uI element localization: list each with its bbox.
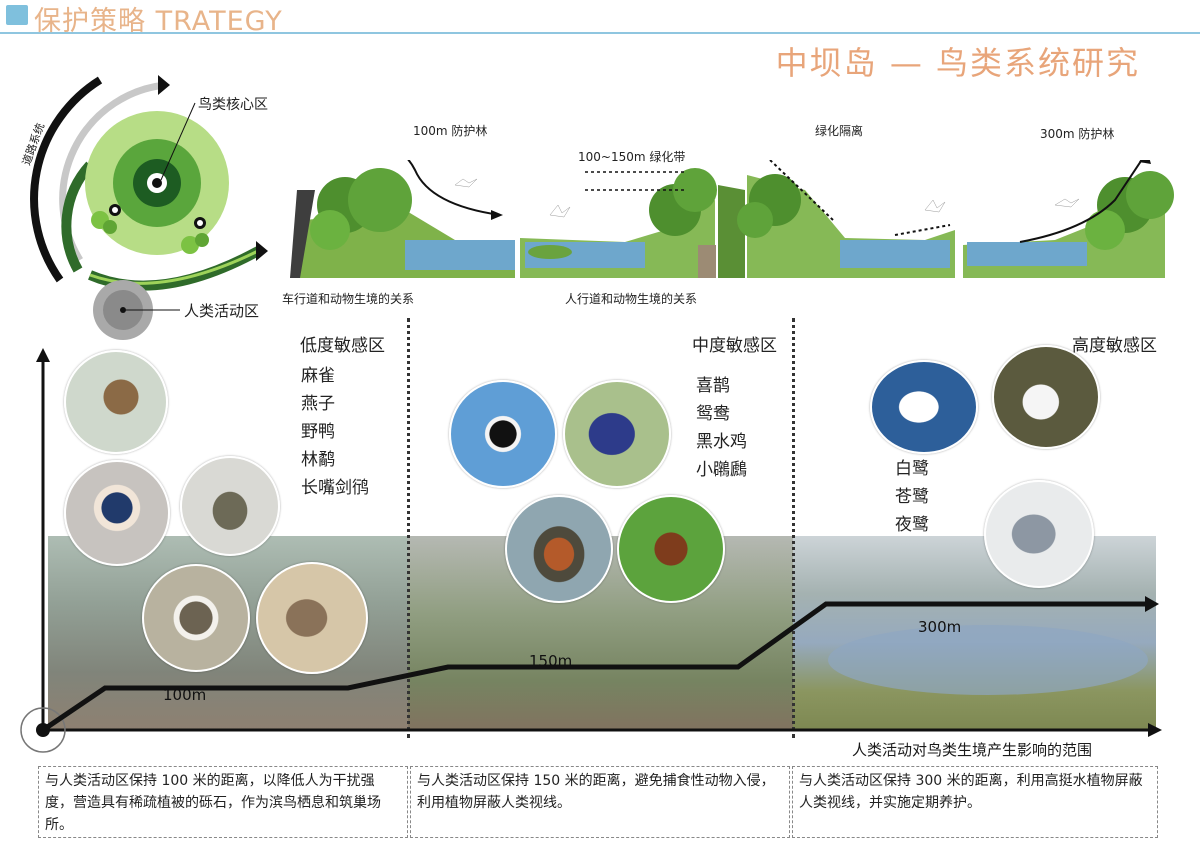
forest-300-label: 300m 防护林 bbox=[1040, 127, 1115, 141]
species-name: 夜鹭 bbox=[895, 515, 929, 535]
core-zone-label: 鸟类核心区 bbox=[198, 97, 268, 113]
zone-title-high: 高度敏感区 bbox=[1072, 336, 1157, 356]
redshank-photo bbox=[256, 562, 368, 674]
distance-label-low: 100m bbox=[163, 686, 207, 704]
vehicle-caption: 车行道和动物生境的关系 bbox=[282, 292, 415, 306]
sandpiper-photo bbox=[142, 564, 250, 672]
green-arc-left bbox=[61, 161, 94, 273]
swallow-photo bbox=[64, 460, 170, 566]
distance-arrow-icon bbox=[1145, 596, 1159, 612]
egret-photo bbox=[870, 360, 978, 454]
greenbelt-label: 100~150m 绿化带 bbox=[578, 150, 686, 164]
zone-divider bbox=[792, 318, 795, 738]
distance-label-high: 300m bbox=[918, 618, 962, 636]
species-name: 喜鹊 bbox=[696, 376, 730, 396]
species-list-high: 白鹭 苍鹭 夜鹭 bbox=[895, 455, 929, 539]
species-name: 苍鹭 bbox=[895, 487, 929, 507]
species-name: 野鸭 bbox=[301, 422, 335, 442]
logo-icon bbox=[6, 5, 28, 25]
zone-title-low: 低度敏感区 bbox=[300, 336, 385, 356]
grey-heron-photo bbox=[984, 480, 1094, 588]
x-axis-arrow-icon bbox=[1148, 723, 1162, 737]
header-bar bbox=[0, 0, 1200, 34]
description-mid: 与人类活动区保持 150 米的距离，避免捕食性动物入侵，利用植物屏蔽人类视线。 bbox=[410, 766, 790, 838]
header-title: 保护策略 TRATEGY bbox=[34, 6, 283, 37]
species-name: 鸳鸯 bbox=[696, 404, 730, 424]
species-name: 白鹭 bbox=[895, 459, 929, 479]
swamphen-photo bbox=[563, 380, 671, 488]
species-list-low: 麻雀 燕子 野鸭 林鹬 长嘴剑鸻 bbox=[301, 362, 369, 502]
pedestrian-caption: 人行道和动物生境的关系 bbox=[565, 292, 698, 306]
species-name: 黑水鸡 bbox=[696, 432, 747, 452]
species-name: 长嘴剑鸻 bbox=[301, 478, 369, 498]
magpie-photo bbox=[449, 380, 557, 488]
arrow-head-icon bbox=[158, 75, 170, 95]
zone-divider bbox=[407, 318, 410, 738]
species-name: 麻雀 bbox=[301, 366, 335, 386]
species-name: 燕子 bbox=[301, 394, 335, 414]
page-title: 中坝岛 — 鸟类系统研究 bbox=[775, 44, 1140, 82]
road-arc-outer bbox=[30, 76, 103, 283]
description-low: 与人类活动区保持 100 米的距离，以降低人为干扰强度，营造具有稀疏植被的砾石，… bbox=[38, 766, 408, 838]
pheasant-photo bbox=[617, 495, 725, 603]
teal-photo bbox=[180, 456, 280, 556]
y-axis-arrow-icon bbox=[36, 348, 50, 362]
species-name: 小鸊鷉 bbox=[696, 460, 747, 480]
wetland-water bbox=[828, 625, 1148, 695]
zone-title-mid: 中度敏感区 bbox=[692, 336, 777, 356]
forest-100-label: 100m 防护林 bbox=[413, 124, 488, 138]
species-name: 林鹬 bbox=[301, 450, 335, 470]
description-high: 与人类活动区保持 300 米的距离，利用高挺水植物屏蔽人类视线，并实施定期养护。 bbox=[792, 766, 1158, 838]
distance-label-mid: 150m bbox=[529, 652, 573, 670]
mandarin-duck-photo bbox=[505, 495, 613, 603]
arrow-head-icon bbox=[256, 241, 268, 261]
distance-line bbox=[41, 601, 1145, 733]
human-zone-label: 人类活动区 bbox=[184, 302, 260, 320]
egret-reeds-photo bbox=[992, 345, 1100, 449]
species-list-mid: 喜鹊 鸳鸯 黑水鸡 小鸊鷉 bbox=[696, 372, 747, 484]
x-axis-label: 人类活动对鸟类生境产生影响的范围 bbox=[852, 741, 1093, 759]
section-illustrations bbox=[290, 160, 1174, 278]
sparrow-photo bbox=[64, 350, 168, 454]
green-isolation-label: 绿化隔离 bbox=[815, 124, 864, 138]
concept-diagram bbox=[30, 75, 268, 340]
